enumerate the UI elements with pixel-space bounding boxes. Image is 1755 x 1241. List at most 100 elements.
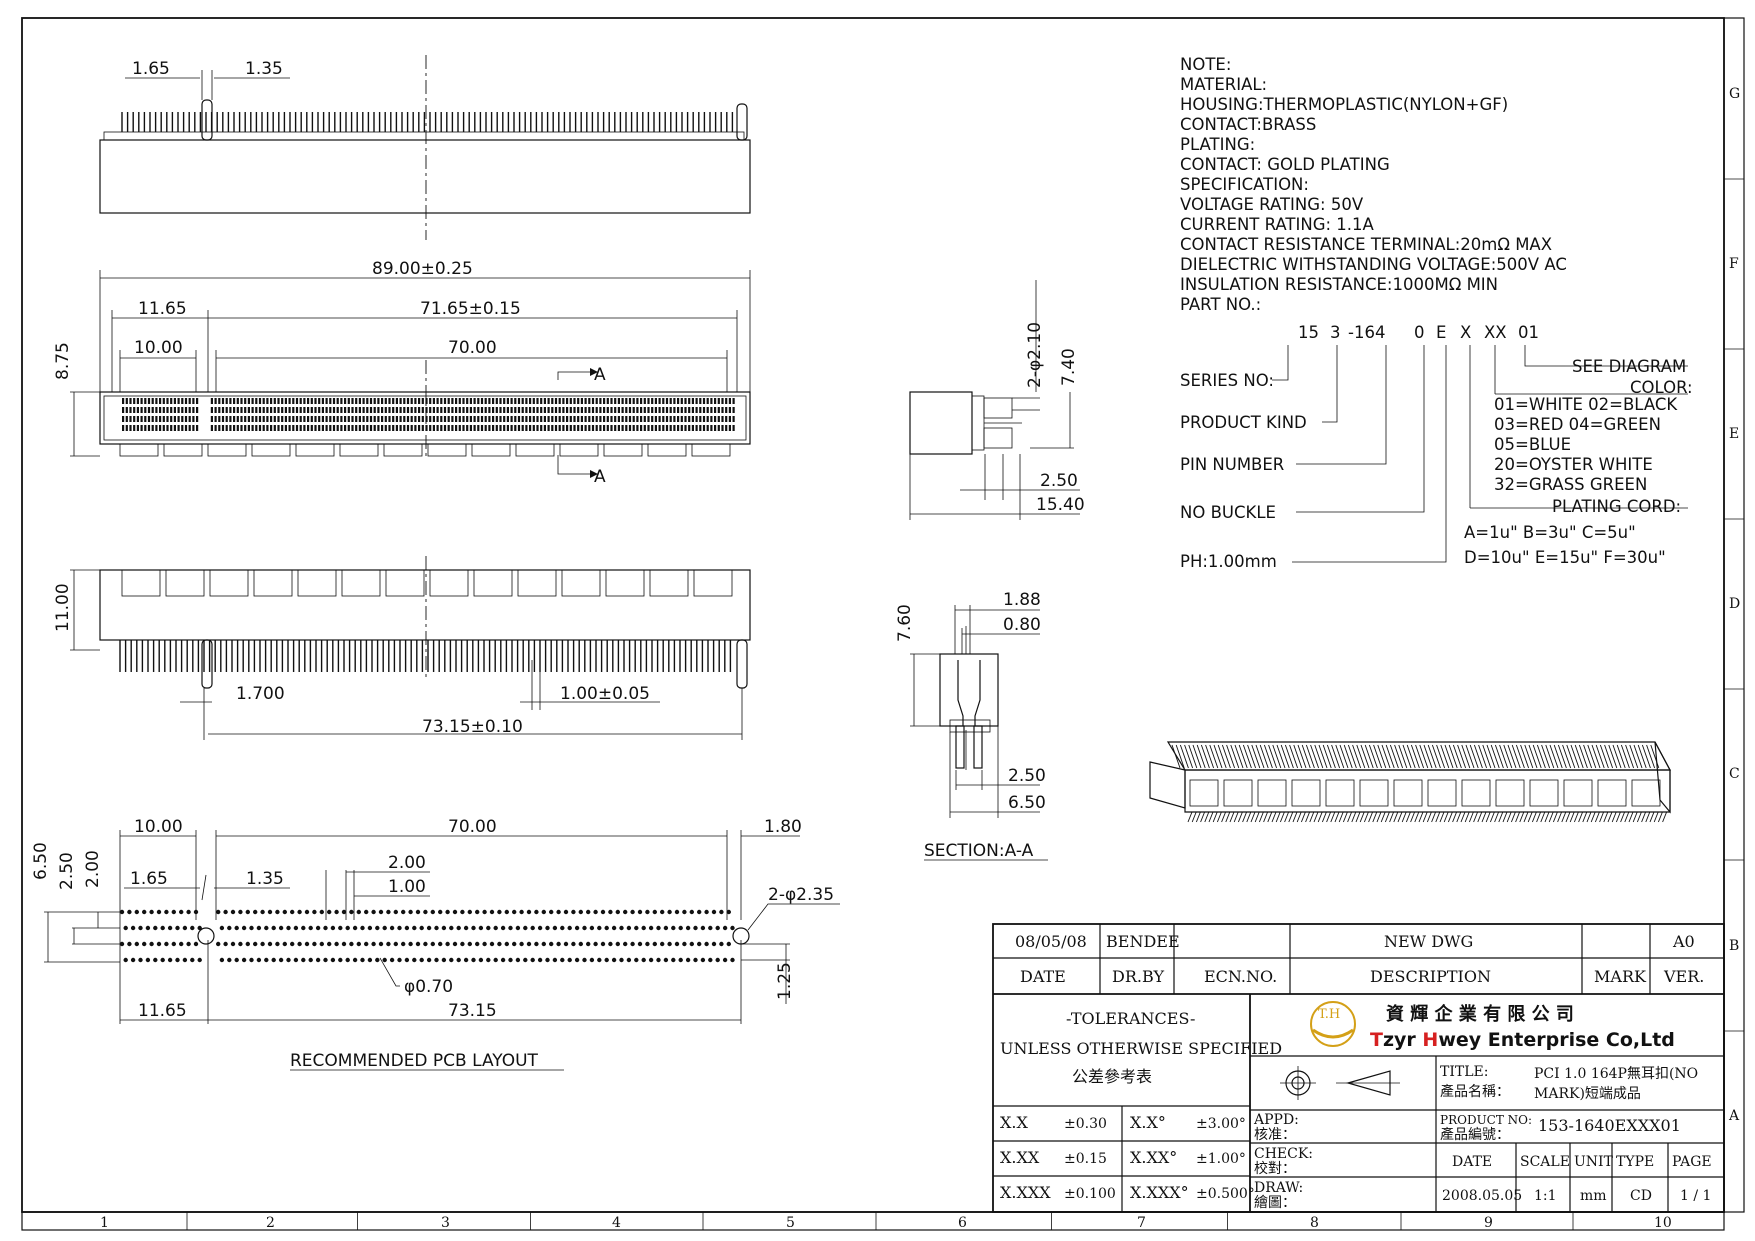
pcb-dim-1-35: 1.35 [246,869,284,889]
column-label: 10 [1654,1215,1672,1231]
pcb-dim-6-50: 6.50 [31,842,51,880]
tol-cell: ±0.500° [1196,1186,1255,1202]
section-view: 7.60 1.88 0.80 2.50 6.50 SECTION:A-A [895,590,1048,861]
pcb-dim-1-65: 1.65 [130,869,168,889]
hdr2-cell: UNIT [1574,1154,1614,1170]
part-code: 01 [1518,323,1539,342]
row-label: C [1729,766,1740,782]
hdr-desc: DESCRIPTION [1370,967,1491,986]
hdr2-cell: PAGE [1672,1154,1712,1170]
pcb-dim-2-00-h: 2.00 [388,853,426,873]
front-view: 11.00 1.700 1.00±0.05 73.15±0.10 [53,556,751,740]
note-line: PART NO.: [1180,295,1261,314]
appd-label-cn: 核准： [1254,1127,1296,1143]
dim-2-phi-2-10: 2-φ2.10 [1025,322,1045,388]
hdr-mark: MARK [1594,967,1647,986]
product-no: 153-1640EXXX01 [1538,1116,1681,1135]
dim-73-15-0-10: 73.15±0.10 [422,717,523,737]
hdr-ver: VER. [1663,967,1704,986]
tol-cell: ±0.30 [1064,1116,1107,1132]
hdr2-cell: TYPE [1616,1154,1654,1170]
row-label: E [1729,426,1739,442]
note-line: INSULATION RESISTANCE:1000MΩ MIN [1180,275,1498,294]
val2-cell: CD [1630,1188,1652,1204]
row-label: G [1729,86,1740,102]
dim-section-2-50: 2.50 [1008,766,1046,786]
rev-desc: NEW DWG [1384,932,1473,951]
side-view: 2-φ2.10 7.40 2.50 15.40 [909,280,1085,520]
dim-11-65: 11.65 [138,299,187,319]
plan-view: 89.00±0.25 11.65 71.65±0.15 10.00 70.00 … [53,259,751,487]
part-label: PRODUCT KIND [1180,413,1307,432]
check-label: CHECK: [1254,1146,1313,1162]
pcb-dim-2-phi-2-35: 2-φ2.35 [768,885,834,905]
tol-cell: X.X° [1130,1113,1166,1132]
column-label: 8 [1310,1215,1319,1231]
note-line: VOLTAGE RATING: 50V [1180,195,1364,214]
title-value-2: MARK)短端成品 [1534,1086,1641,1102]
column-label: 6 [958,1215,967,1231]
dim-1-700: 1.700 [236,684,285,704]
color-title: COLOR: [1630,378,1693,397]
tol-cell: X.X [1000,1113,1028,1132]
part-code: X [1460,323,1471,342]
pcb-dim-1-80: 1.80 [764,817,802,837]
tol-title: -TOLERANCES- [1066,1009,1195,1028]
val2-cell: 1:1 [1534,1188,1557,1204]
rev-by: BENDEE [1106,932,1180,951]
val2-cell: 1 / 1 [1680,1188,1711,1204]
see-diagram: SEE DIAGRAM [1572,357,1686,376]
appd-label: APPD: [1253,1112,1299,1128]
row-label: A [1728,1108,1740,1124]
pcb-layout-view: 10.00 70.00 1.80 6.50 2.50 2.00 1.65 1.3… [31,817,840,1071]
column-label: 5 [786,1215,795,1231]
product-no-label: PRODUCT NO: [1440,1113,1532,1127]
hdr2-cell: SCALE [1520,1154,1570,1170]
draw-label: DRAW: [1254,1180,1303,1196]
column-label: 3 [441,1215,450,1231]
tol-cell: X.XXX° [1130,1183,1189,1202]
check-label-cn: 校對： [1254,1160,1296,1177]
column-label: 1 [100,1215,109,1231]
section-mark-top: A [594,365,606,385]
dim-8-75: 8.75 [53,342,73,380]
section-mark-bottom: A [594,467,606,487]
tol-cell: X.XX [1000,1148,1040,1167]
dim-10-00: 10.00 [134,338,183,358]
note-line: NOTE: [1180,55,1231,74]
section-label: SECTION:A-A [924,841,1034,861]
pcb-dim-73-15: 73.15 [448,1001,497,1021]
part-code: 0 [1414,323,1425,342]
isometric-view [1149,741,1672,823]
title-label-cn: 產品名稱： [1440,1083,1510,1100]
note-line: PLATING: [1180,135,1255,154]
tol-cell: ±0.100 [1064,1186,1116,1202]
product-no-label-cn: 產品編號： [1440,1126,1510,1143]
note-line: MATERIAL: [1180,75,1267,94]
pcb-dim-1-00: 1.00 [388,877,426,897]
hdr-date: DATE [1020,967,1066,986]
dim-side-2-50: 2.50 [1040,471,1078,491]
pcb-dim-2-00-v: 2.00 [83,850,103,888]
plating-title: PLATING CORD: [1552,497,1681,516]
tol-cell: X.XXX [1000,1183,1051,1202]
part-label: PIN NUMBER [1180,455,1284,474]
note-line: DIELECTRIC WITHSTANDING VOLTAGE:500V AC [1180,255,1567,274]
dim-71-65: 71.65±0.15 [420,299,521,319]
part-code: 15 [1298,323,1319,342]
part-label: SERIES NO: [1180,371,1274,390]
note-line: CURRENT RATING: 1.1A [1180,215,1375,234]
column-label: 4 [612,1215,621,1231]
pcb-dim-10-00: 10.00 [134,817,183,837]
hdr-ecn: ECN.NO. [1204,967,1277,986]
dim-1-00-0-05: 1.00±0.05 [560,684,650,704]
column-label: 7 [1137,1215,1146,1231]
dim-70-00: 70.00 [448,338,497,358]
dim-15-40: 15.40 [1036,495,1085,515]
title-block: 08/05/08 BENDEE NEW DWG A0 DATE DR.BY EC… [992,923,1725,1213]
rev-ver: A0 [1672,932,1695,951]
row-label: B [1729,938,1739,954]
tol-cell: ±0.15 [1064,1151,1107,1167]
color-line: 01=WHITE 02=BLACK [1494,395,1678,414]
